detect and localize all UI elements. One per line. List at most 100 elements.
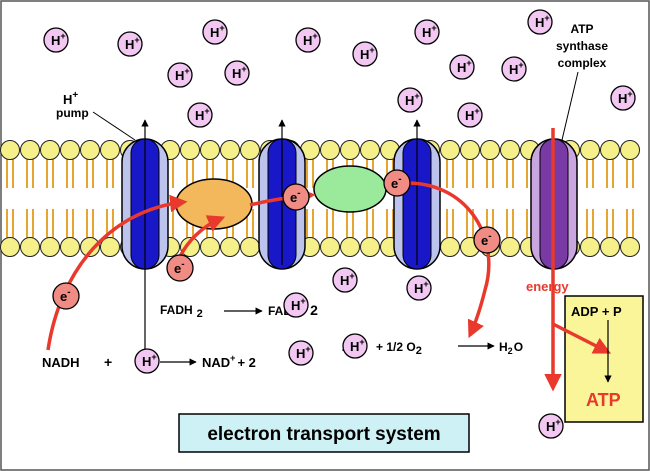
electron-layer: e-e-e-e-e- <box>52 169 501 310</box>
proton-ion: H+ <box>406 275 432 301</box>
electron-path-to-oxygen <box>409 181 491 339</box>
lipid-molecule <box>580 140 600 188</box>
svg-text:e-: e- <box>391 174 402 191</box>
lipid-molecule <box>440 140 460 188</box>
atp-synthase-label-1: ATP <box>570 22 593 36</box>
proton-ion: H+ <box>397 87 423 113</box>
atp-label: ATP <box>586 390 621 410</box>
lipid-molecule <box>20 140 40 188</box>
svg-text:e-: e- <box>60 287 71 304</box>
lipid-molecule <box>80 140 100 188</box>
proton-ion: H+ <box>117 31 143 57</box>
water-oxygen: + 1/2 O2 <box>376 340 422 357</box>
lipid-molecule <box>60 140 80 188</box>
atp-synthase-label-3: complex <box>558 56 607 70</box>
lipid-molecule <box>440 209 460 257</box>
proton-ion: H+ <box>187 102 213 128</box>
adp-p-label: ADP + P <box>571 304 622 319</box>
svg-text:H+: H+ <box>405 91 420 108</box>
proton-ion: H+ <box>332 267 358 293</box>
lipid-molecule <box>60 209 80 257</box>
proton-ion: H+ <box>610 85 636 111</box>
lipid-molecule <box>40 209 60 257</box>
proton-ion: H+ <box>527 9 553 35</box>
lipid-molecule <box>240 140 260 188</box>
proton-ion: H+ <box>352 41 378 67</box>
lipid-molecule <box>480 140 500 188</box>
electron: e- <box>473 226 501 254</box>
lipid-molecule <box>20 209 40 257</box>
svg-text:H+: H+ <box>175 66 190 83</box>
svg-text:H+: H+ <box>414 279 429 296</box>
electron-path-nadh <box>46 194 188 351</box>
svg-text:H+: H+ <box>360 45 375 62</box>
nadh-plus: + <box>104 354 112 370</box>
proton-ion: H+ <box>224 60 250 86</box>
proton-ion: H+ <box>342 333 368 359</box>
svg-text:H+: H+ <box>509 60 524 77</box>
svg-text:H+: H+ <box>51 31 66 48</box>
nadh-label: NADH <box>42 355 80 370</box>
lipid-molecule <box>620 209 640 257</box>
lipid-molecule <box>500 209 520 257</box>
atp-synthase-label-2: synthase <box>556 39 608 53</box>
energy-to-atp-arrow <box>552 322 612 354</box>
svg-text:H+: H+ <box>618 89 633 106</box>
svg-text:H+: H+ <box>142 352 157 369</box>
svg-text:H+: H+ <box>535 13 550 30</box>
svg-text:H+: H+ <box>350 337 365 354</box>
svg-text:H+: H+ <box>546 417 561 434</box>
lipid-molecule <box>100 140 120 188</box>
svg-text:e-: e- <box>290 188 301 205</box>
h-pump-label-h: H+ <box>63 90 78 107</box>
h-pump-pointer <box>92 111 136 141</box>
proton-ion: H+ <box>414 19 440 45</box>
svg-text:H+: H+ <box>303 31 318 48</box>
lipid-molecule <box>240 209 260 257</box>
lipid-molecule <box>600 140 620 188</box>
lipid-molecule <box>40 140 60 188</box>
svg-text:H+: H+ <box>291 296 306 313</box>
lipid-molecule <box>620 140 640 188</box>
proton-ion: H+ <box>538 413 564 439</box>
lipid-molecule <box>580 209 600 257</box>
electron: e- <box>282 183 310 211</box>
lipid-molecule <box>80 209 100 257</box>
proton-layer: H+ H+ H+ H+ H+ H+ H+ H+ H+ H+ H+ H+ H+ H+ H+ H+ H+ H+ H+ H+… <box>43 9 636 439</box>
h-pump-label-pump: pump <box>56 106 89 120</box>
nad-label: NAD++ 2 <box>202 353 256 370</box>
cytochrome-c-ellipse <box>313 165 387 213</box>
svg-text:H+: H+ <box>232 64 247 81</box>
svg-text:H+: H+ <box>457 58 472 75</box>
svg-text:H+: H+ <box>465 106 480 123</box>
proton-ion: H+ <box>283 292 309 318</box>
atp-production-box <box>564 295 644 423</box>
proton-ion: H+ <box>167 62 193 88</box>
lipid-molecule <box>0 140 20 188</box>
proton-ion: H+ <box>457 102 483 128</box>
lipid-molecule <box>340 209 360 257</box>
diagram-title: electron transport system <box>207 424 440 445</box>
energy-label: energy <box>526 279 569 294</box>
lipid-molecule <box>360 209 380 257</box>
proton-ion: H+ <box>501 56 527 82</box>
proton-ion: H+ <box>295 27 321 53</box>
title-box <box>178 413 470 453</box>
lipid-molecule <box>460 140 480 188</box>
svg-text:H+: H+ <box>195 106 210 123</box>
lipid-molecule <box>600 209 620 257</box>
proton-ion: H+ <box>449 54 475 80</box>
svg-text:e-: e- <box>481 231 492 248</box>
svg-text:H+: H+ <box>296 344 311 361</box>
svg-text:e-: e- <box>174 259 185 276</box>
proton-ion: H+ <box>134 348 160 374</box>
lipid-molecule <box>500 140 520 188</box>
atp-synthase-pointer <box>561 71 579 141</box>
electron: e- <box>383 169 411 197</box>
svg-text:H+: H+ <box>340 271 355 288</box>
svg-text:H+: H+ <box>125 35 140 52</box>
svg-text:H+: H+ <box>210 23 225 40</box>
